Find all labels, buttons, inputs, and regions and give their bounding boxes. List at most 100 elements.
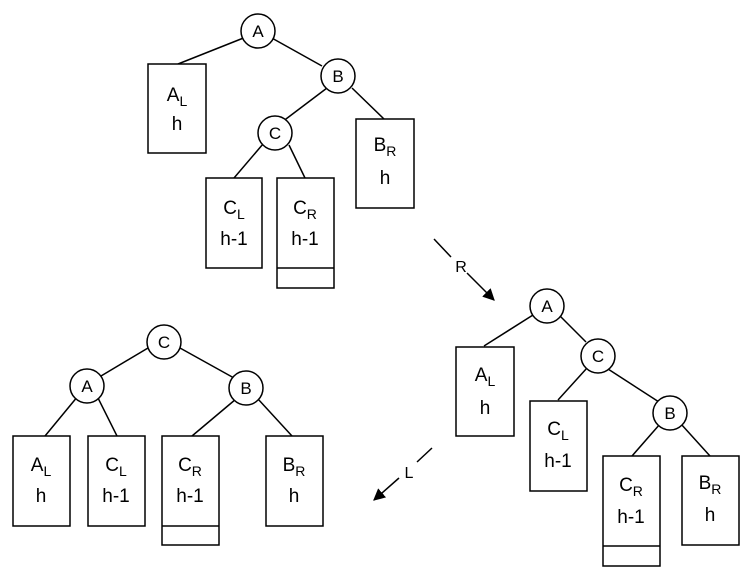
subtree-al: AL h (455, 346, 515, 437)
subtree-height: h (480, 398, 491, 419)
node-label: A (252, 22, 264, 41)
subtree-subscript: R (192, 463, 202, 479)
tree-node-a: A (69, 368, 105, 404)
subtree-cl: CL h-1 (87, 435, 146, 527)
svg-text:AL: AL (31, 455, 52, 479)
subtree-subscript: L (237, 206, 245, 222)
subtree-subscript: L (561, 427, 569, 443)
edge (257, 398, 293, 437)
subtree-height: h (705, 505, 716, 526)
tree-node-b: B (228, 370, 264, 406)
subtree-name: C (547, 419, 561, 440)
edge (288, 144, 306, 179)
edge (177, 36, 247, 65)
subtree-name: A (167, 85, 180, 106)
subtree-height: h-1 (176, 486, 203, 507)
edge (179, 347, 235, 379)
rotation-arrow-left: L (373, 447, 433, 501)
edge (191, 398, 237, 437)
subtree-subscript: L (43, 463, 51, 479)
tree-node-a: A (240, 13, 276, 49)
svg-text:BR: BR (374, 135, 397, 159)
node-label: A (541, 297, 553, 316)
edge (44, 395, 79, 437)
tree-after-left-rotation: C A B AL h CL h-1 CR (12, 324, 324, 546)
tree-node-a: A (529, 288, 565, 324)
node-label: C (592, 347, 604, 366)
edge (233, 143, 264, 179)
subtree-name: B (283, 455, 296, 476)
subtree-subscript: R (711, 481, 721, 497)
edge (97, 397, 118, 437)
edge (281, 87, 328, 123)
tree-node-b: B (652, 395, 688, 431)
subtree-br: BR h (681, 455, 740, 546)
node-label: B (240, 379, 251, 398)
subtree-height: h-1 (291, 229, 318, 250)
edge (351, 87, 385, 120)
subtree-height: h-1 (220, 229, 247, 250)
subtree-al: AL h (147, 63, 207, 154)
edge (557, 367, 588, 401)
subtree-br: BR h (265, 435, 324, 527)
subtree-height: h (172, 114, 183, 135)
node-label: B (664, 404, 675, 423)
node-label: C (158, 333, 170, 352)
edge (680, 423, 711, 457)
subtree-name: A (475, 365, 488, 386)
tree-node-c: C (146, 324, 182, 360)
rotation-arrow-right: R (433, 238, 495, 301)
svg-text:CL: CL (105, 455, 127, 479)
subtree-cl: CL h-1 (205, 177, 263, 269)
subtree-name: B (374, 135, 387, 156)
svg-text:AL: AL (475, 365, 496, 389)
subtree-name: A (31, 455, 44, 476)
subtree-al: AL h (12, 435, 71, 527)
node-label: A (81, 377, 93, 396)
svg-text:CL: CL (223, 198, 245, 222)
subtree-subscript: R (295, 463, 305, 479)
subtree-cr: CR h-1 (161, 435, 220, 546)
rotation-label: L (405, 465, 414, 482)
subtree-name: C (178, 455, 192, 476)
svg-text:AL: AL (167, 85, 188, 109)
subtree-height: h (380, 168, 391, 189)
subtree-height: h (289, 486, 300, 507)
subtree-subscript: R (307, 206, 317, 222)
svg-text:BR: BR (283, 455, 306, 479)
edge (269, 36, 323, 67)
subtree-subscript: L (119, 463, 127, 479)
subtree-name: C (293, 198, 307, 219)
svg-text:CL: CL (547, 419, 569, 443)
edge (631, 423, 661, 457)
subtree-subscript: R (633, 483, 643, 499)
subtree-name: C (619, 475, 633, 496)
subtree-height: h (36, 486, 47, 507)
subtree-subscript: L (487, 373, 495, 389)
subtree-height: h-1 (102, 486, 129, 507)
svg-text:CR: CR (619, 475, 643, 499)
edge (483, 314, 534, 347)
tree-after-right-rotation: A C B AL h CL h-1 CR (455, 288, 740, 567)
subtree-br: BR h (355, 118, 415, 209)
subtree-cr: CR h-1 (602, 455, 661, 567)
tree-node-c: C (580, 338, 616, 374)
subtree-name: B (699, 473, 712, 494)
tree-before-rotation: A B C AL h BR h CL (147, 13, 415, 289)
svg-text:CR: CR (293, 198, 317, 222)
subtree-name: C (223, 198, 237, 219)
subtree-cr: CR h-1 (276, 177, 335, 289)
node-label: C (269, 124, 281, 143)
edge (100, 347, 149, 377)
subtree-cl: CL h-1 (529, 400, 588, 492)
subtree-subscript: L (179, 93, 187, 109)
edge (607, 368, 660, 403)
subtree-name: C (105, 455, 119, 476)
subtree-height: h-1 (544, 451, 571, 472)
rotation-label: R (455, 259, 467, 276)
subtree-height: h-1 (617, 507, 644, 528)
subtree-subscript: R (386, 143, 396, 159)
svg-text:CR: CR (178, 455, 202, 479)
tree-node-b: B (320, 58, 356, 94)
